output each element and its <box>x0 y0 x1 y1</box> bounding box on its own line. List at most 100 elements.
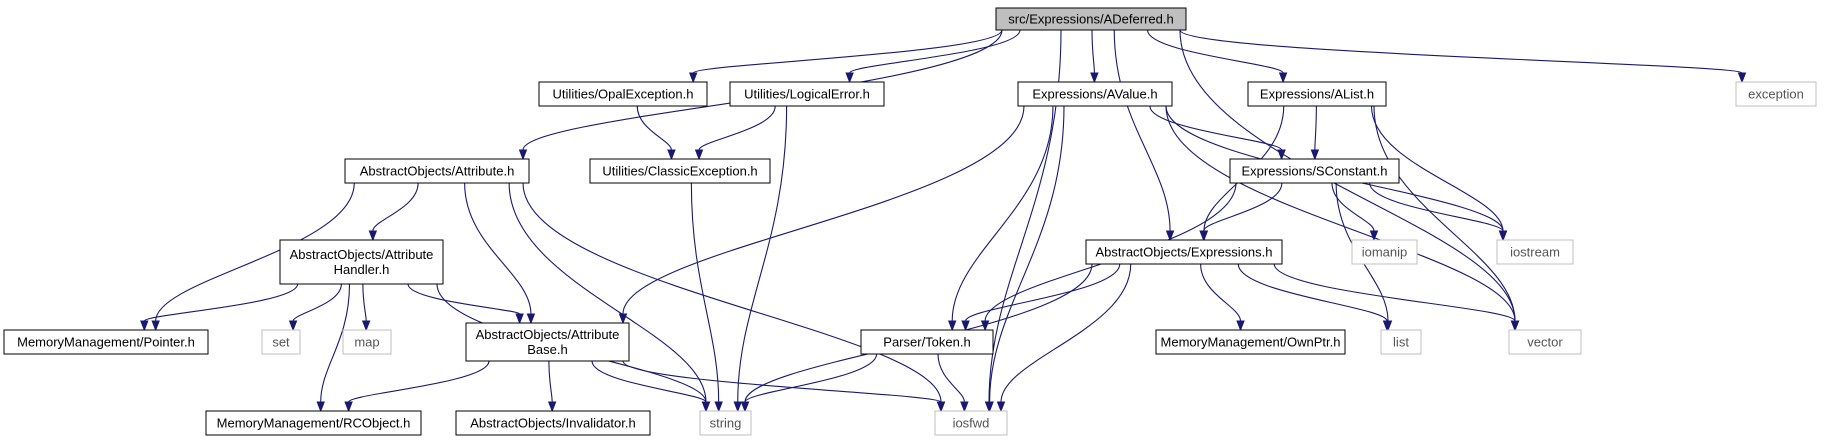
edge-avalue-to-sconstant <box>1149 105 1286 161</box>
arrowhead <box>288 320 298 332</box>
node-box <box>1508 329 1582 355</box>
edge-root-to-expressions <box>1113 29 1175 242</box>
edge-attribute-to-pointer <box>151 182 355 332</box>
arrowhead <box>1510 320 1520 332</box>
edge-expressions-to-iosfwd <box>996 263 1132 413</box>
edge-line <box>1314 105 1317 151</box>
arrowhead <box>936 401 946 413</box>
edge-line <box>464 182 532 315</box>
edge-line <box>1200 263 1242 322</box>
node-classicexc[interactable]: Utilities/ClassicException.h <box>589 158 771 184</box>
edge-root-to-logicerr <box>845 29 1021 84</box>
edge-token-to-iosfwd <box>937 353 969 413</box>
arrowhead <box>845 72 854 84</box>
edge-line <box>744 353 878 403</box>
node-logicerr[interactable]: Utilities/LogicalError.h <box>729 81 885 107</box>
arrowhead <box>694 149 704 161</box>
edge-logicerr-to-classicexc <box>694 105 776 161</box>
node-avalue[interactable]: Expressions/AValue.h <box>1017 81 1173 107</box>
node-label: string <box>710 416 742 431</box>
edge-line <box>522 182 942 403</box>
edge-alist-to-vector <box>1373 105 1520 332</box>
node-label: AbstractObjects/Attribute.h <box>360 164 515 179</box>
edge-line <box>362 283 367 322</box>
arrowhead <box>1498 230 1508 242</box>
arrowhead <box>1382 320 1392 332</box>
edge-attrhandler-to-set <box>288 283 342 332</box>
edge-line <box>622 360 942 403</box>
edge-expressions-to-ownptr <box>1200 263 1245 332</box>
node-attribute[interactable]: AbstractObjects/Attribute.h <box>344 158 530 184</box>
node-rcobject[interactable]: MemoryManagement/RCObject.h <box>205 410 422 436</box>
edge-line <box>1203 182 1283 232</box>
node-box <box>995 7 1187 31</box>
arrowhead <box>714 401 723 413</box>
arrowhead <box>701 401 711 413</box>
edges-layer <box>140 29 1747 413</box>
edge-line <box>1000 263 1132 403</box>
node-box <box>465 322 630 362</box>
node-label: exception <box>1748 87 1804 102</box>
edge-expressions-to-vector <box>1273 263 1520 332</box>
arrowhead <box>344 401 353 413</box>
node-opalexc[interactable]: Utilities/OpalException.h <box>538 81 708 107</box>
node-box <box>1351 239 1418 265</box>
node-box <box>729 81 885 107</box>
node-box <box>589 158 771 184</box>
edge-attrhandler-to-attrbase <box>407 283 524 325</box>
edge-line <box>1373 105 1516 322</box>
node-box <box>538 81 708 107</box>
arrowhead <box>1090 72 1099 84</box>
edge-avalue-to-token <box>947 105 1054 332</box>
node-label: Handler.h <box>334 262 390 277</box>
node-label: AbstractObjects/Attribute <box>476 327 620 342</box>
edge-attrhandler-to-map <box>361 283 371 332</box>
edge-root-to-opalexc <box>688 29 1003 84</box>
arrowhead <box>960 401 969 413</box>
node-label: set <box>272 335 290 350</box>
node-invalidator[interactable]: AbstractObjects/Invalidator.h <box>455 410 651 436</box>
node-root[interactable]: src/Expressions/ADeferred.h <box>995 7 1187 31</box>
arrowhead <box>947 320 957 332</box>
node-ownptr[interactable]: MemoryManagement/OwnPtr.h <box>1155 329 1346 355</box>
node-alist[interactable]: Expressions/AList.h <box>1247 81 1387 107</box>
edge-line <box>155 182 355 322</box>
arrowhead <box>515 313 524 325</box>
edge-line <box>951 105 1054 322</box>
node-box <box>261 329 301 355</box>
node-box <box>934 410 1008 436</box>
node-string: string <box>699 410 752 436</box>
arrowhead <box>996 401 1006 413</box>
node-sconstant[interactable]: Expressions/SConstant.h <box>1229 158 1400 184</box>
node-set: set <box>261 329 301 355</box>
node-map: map <box>342 329 392 355</box>
node-expressions[interactable]: AbstractObjects/Expressions.h <box>1085 239 1283 265</box>
edge-line <box>1179 29 1743 74</box>
arrowhead <box>368 230 378 242</box>
arrowhead <box>140 320 149 332</box>
arrowhead <box>151 320 160 332</box>
edge-classicexc-to-string <box>690 182 723 413</box>
node-pointer[interactable]: MemoryManagement/Pointer.h <box>3 329 209 355</box>
edge-line <box>737 105 788 403</box>
edge-line <box>591 360 707 403</box>
edge-line <box>636 105 672 151</box>
edge-sconstant-to-expressions <box>1199 182 1283 242</box>
edge-sconstant-to-iostream <box>1369 182 1508 242</box>
arrowhead <box>518 149 528 161</box>
node-label: iostream <box>1510 245 1560 260</box>
edge-attrbase-to-string <box>591 360 711 413</box>
edge-root-to-exception <box>1179 29 1747 84</box>
node-vector: vector <box>1508 329 1582 355</box>
node-label: src/Expressions/ADeferred.h <box>1008 12 1173 27</box>
node-token[interactable]: Parser/Token.h <box>860 329 994 355</box>
node-label: Utilities/LogicalError.h <box>744 87 870 102</box>
node-box <box>699 410 752 436</box>
arrowhead <box>985 401 994 413</box>
edge-line <box>1237 263 1388 322</box>
edge-line <box>372 182 419 232</box>
edge-line <box>849 29 1021 74</box>
arrowhead <box>1310 149 1320 161</box>
